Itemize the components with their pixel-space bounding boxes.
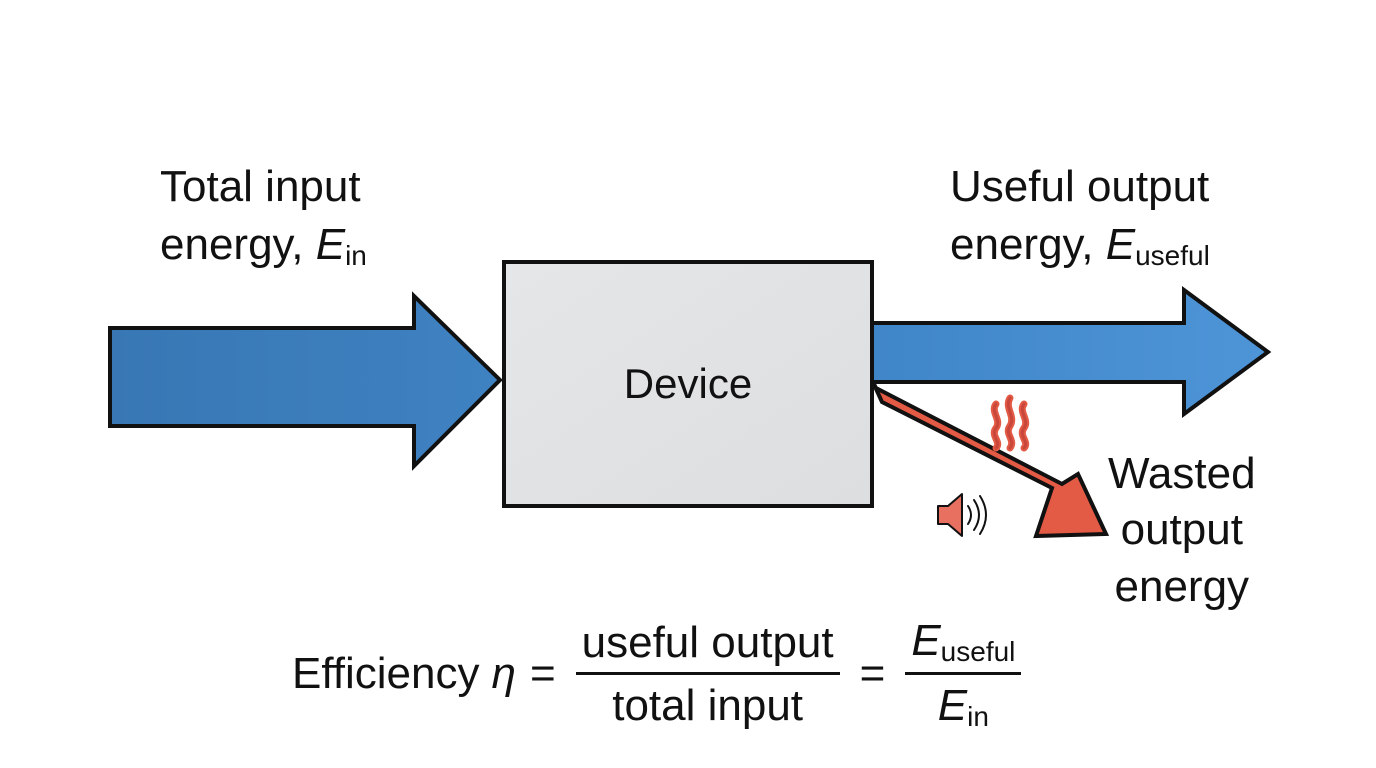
wasted-label-line2: output — [1120, 505, 1243, 555]
input-label-line2: energy, Ein — [160, 216, 367, 275]
useful-symbol: E — [1105, 220, 1136, 270]
wasted-label-line1: Wasted — [1108, 449, 1256, 498]
num-symbol: E — [911, 615, 941, 665]
input-energy-arrow — [108, 291, 503, 471]
input-symbol: E — [315, 220, 346, 270]
device-box — [502, 260, 874, 508]
useful-output-arrow — [866, 286, 1272, 418]
useful-energy-label: Useful output energy, Euseful — [950, 158, 1210, 275]
symbols-denominator: Ein — [932, 675, 995, 733]
wasted-output-arrow — [870, 379, 1110, 539]
words-numerator: useful output — [581, 617, 834, 667]
words-fraction-bar — [575, 671, 840, 675]
input-label-text: energy, — [160, 220, 316, 270]
useful-label-line2: energy, Euseful — [950, 216, 1210, 275]
heat-waves-icon — [990, 394, 1030, 452]
useful-label-text: energy, — [950, 220, 1106, 270]
device-label: Device — [623, 360, 753, 407]
den-subscript: in — [967, 700, 989, 732]
input-subscript: in — [345, 240, 367, 272]
wasted-energy-label: Wasted output energy — [1108, 446, 1256, 615]
words-denominator: total input — [612, 680, 804, 730]
equals-sign-1: = — [529, 649, 556, 698]
useful-label-line1: Useful output — [950, 162, 1210, 211]
num-subscript: useful — [940, 635, 1016, 667]
efficiency-formula: Efficiency η = useful output total input… — [292, 614, 1027, 734]
symbols-fraction: Euseful Ein — [905, 616, 1022, 733]
eta-symbol: η — [491, 649, 516, 698]
useful-subscript: useful — [1135, 240, 1210, 272]
input-energy-label: Total input energy, Ein — [160, 158, 367, 275]
speaker-sound-icon — [937, 493, 987, 537]
equals-sign-2: = — [859, 649, 886, 698]
words-fraction: useful output total input — [575, 617, 840, 731]
symbols-fraction-bar — [905, 671, 1022, 675]
wasted-label-line3: energy — [1114, 561, 1250, 611]
formula-lead: Efficiency — [292, 649, 480, 698]
den-symbol: E — [937, 680, 968, 730]
symbols-numerator: Euseful — [905, 616, 1021, 672]
input-label-line1: Total input — [160, 162, 361, 211]
